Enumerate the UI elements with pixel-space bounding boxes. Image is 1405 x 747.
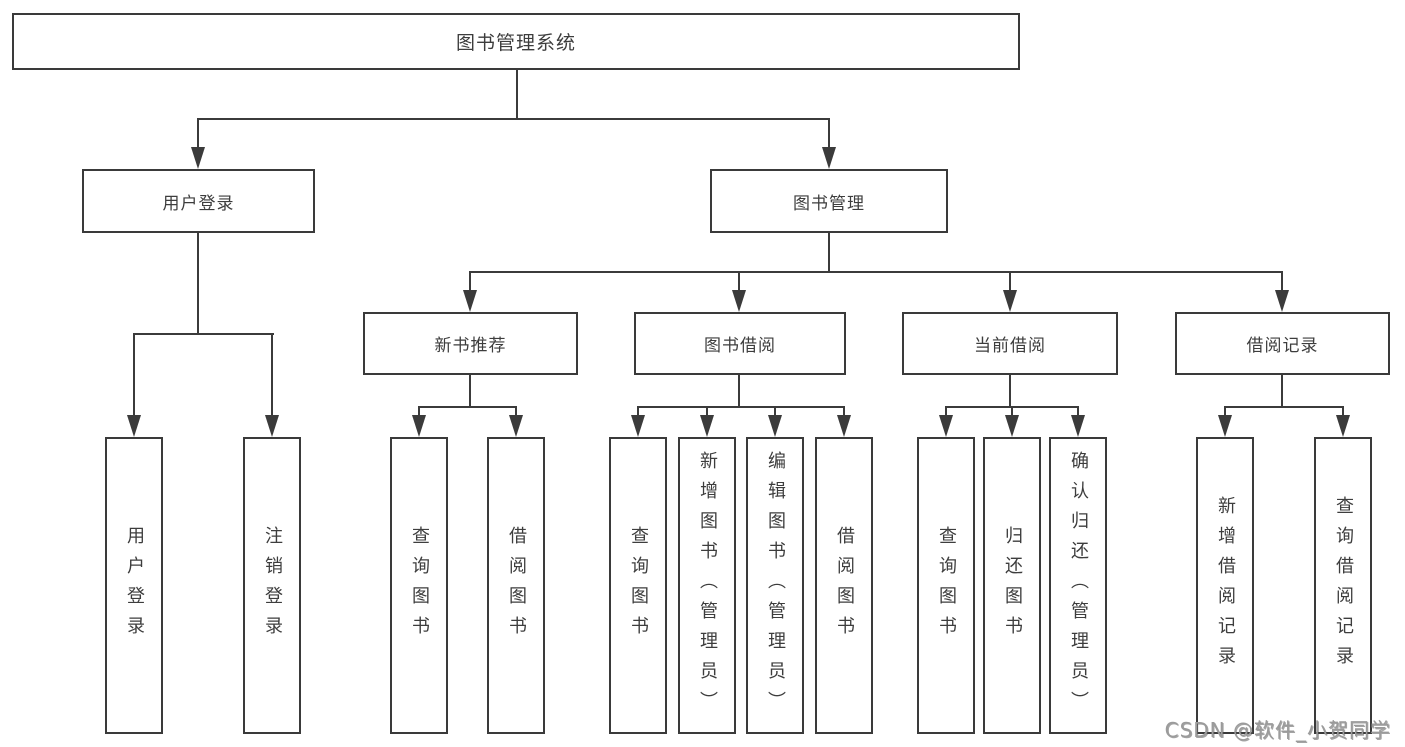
connector-line (945, 406, 947, 417)
arrow-down-icon (768, 415, 782, 437)
connector-line (469, 375, 471, 408)
node-leaf-user-login: 用户登录 (105, 437, 163, 734)
connector-line (738, 271, 740, 292)
arrow-down-icon (1218, 415, 1232, 437)
node-leaf-edit-book-admin: 编辑图书（管理员） (746, 437, 804, 734)
node-leaf-add-borrow-record: 新增借阅记录 (1196, 437, 1254, 734)
node-user-login: 用户登录 (82, 169, 315, 233)
node-current-borrow: 当前借阅 (902, 312, 1118, 375)
connector-line (1077, 406, 1079, 417)
connector-line (706, 406, 708, 417)
arrow-down-icon (265, 415, 279, 437)
connector-line (637, 406, 845, 408)
node-leaf-add-book-admin: 新增图书（管理员） (678, 437, 736, 734)
node-leaf-query-books-borrow: 查询图书 (609, 437, 667, 734)
connector-line (828, 118, 830, 149)
connector-line (738, 375, 740, 408)
node-leaf-logout: 注销登录 (243, 437, 301, 734)
arrow-down-icon (1275, 290, 1289, 312)
connector-line (133, 333, 135, 417)
arrow-down-icon (631, 415, 645, 437)
arrow-down-icon (939, 415, 953, 437)
arrow-down-icon (700, 415, 714, 437)
node-root: 图书管理系统 (12, 13, 1020, 70)
arrow-down-icon (837, 415, 851, 437)
connector-line (637, 406, 639, 417)
node-new-book-recommend: 新书推荐 (363, 312, 578, 375)
node-book-borrow: 图书借阅 (634, 312, 846, 375)
node-leaf-confirm-return-admin: 确认归还（管理员） (1049, 437, 1107, 734)
node-book-management: 图书管理 (710, 169, 948, 233)
node-leaf-query-borrow-record: 查询借阅记录 (1314, 437, 1372, 734)
connector-line (1011, 406, 1013, 417)
connector-line (197, 118, 199, 149)
connector-line (774, 406, 776, 417)
connector-line (1224, 406, 1226, 417)
csdn-watermark: CSDN @软件_小贺同学 (1164, 718, 1391, 742)
node-leaf-borrow-books-recommend: 借阅图书 (487, 437, 545, 734)
connector-line (469, 271, 471, 292)
arrow-down-icon (1071, 415, 1085, 437)
arrow-down-icon (822, 147, 836, 169)
arrow-down-icon (463, 290, 477, 312)
arrow-down-icon (1336, 415, 1350, 437)
connector-line (418, 406, 420, 417)
connector-line (1342, 406, 1344, 417)
connector-line (516, 68, 518, 119)
connector-line (418, 406, 517, 408)
connector-line (197, 233, 199, 335)
connector-line (197, 118, 830, 120)
connector-line (1009, 375, 1011, 408)
arrow-down-icon (509, 415, 523, 437)
connector-line (469, 271, 1283, 273)
arrow-down-icon (1005, 415, 1019, 437)
node-leaf-query-books-current: 查询图书 (917, 437, 975, 734)
connector-line (133, 333, 274, 335)
connector-line (828, 233, 830, 273)
node-leaf-query-books-recommend: 查询图书 (390, 437, 448, 734)
connector-line (515, 406, 517, 417)
node-leaf-borrow-books: 借阅图书 (815, 437, 873, 734)
connector-line (1224, 406, 1344, 408)
node-borrow-records: 借阅记录 (1175, 312, 1390, 375)
arrow-down-icon (1003, 290, 1017, 312)
node-leaf-return-book: 归还图书 (983, 437, 1041, 734)
arrow-down-icon (732, 290, 746, 312)
connector-line (1009, 271, 1011, 292)
arrow-down-icon (191, 147, 205, 169)
connector-line (1281, 375, 1283, 408)
connector-line (271, 333, 273, 417)
arrow-down-icon (412, 415, 426, 437)
connector-line (1281, 271, 1283, 292)
connector-line (843, 406, 845, 417)
arrow-down-icon (127, 415, 141, 437)
